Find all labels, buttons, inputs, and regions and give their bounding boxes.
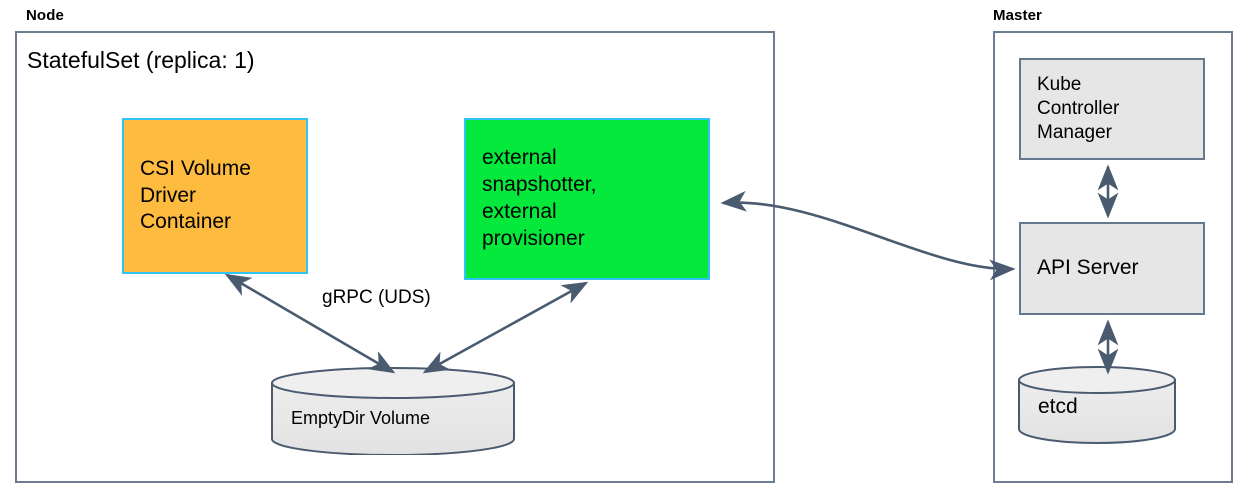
external-controllers-label: external snapshotter, external provision… [482,146,597,250]
api-server-box[interactable]: API Server [1019,222,1205,315]
kube-controller-manager-box[interactable]: Kube Controller Manager [1019,58,1205,160]
csi-volume-driver-container-box[interactable]: CSI Volume Driver Container [122,118,308,274]
master-group-title: Master [993,7,1042,24]
grpc-uds-edge-label: gRPC (UDS) [322,287,431,308]
external-controllers-box[interactable]: external snapshotter, external provision… [464,118,710,280]
api-server-label: API Server [1037,256,1139,280]
node-group-title: Node [26,7,64,24]
etcd-cylinder[interactable] [1017,366,1177,444]
etcd-shape [1018,366,1176,444]
emptydir-volume-label: EmptyDir Volume [291,408,431,428]
csi-volume-driver-container-label: CSI Volume Driver Container [140,156,251,234]
emptydir-volume-cylinder[interactable] [270,367,516,456]
statefulset-label: StatefulSet (replica: 1) [27,47,255,73]
emptydir-volume-shape [271,367,515,456]
kube-controller-manager-label: Kube Controller Manager [1037,73,1120,144]
etcd-label: etcd [1038,395,1078,418]
